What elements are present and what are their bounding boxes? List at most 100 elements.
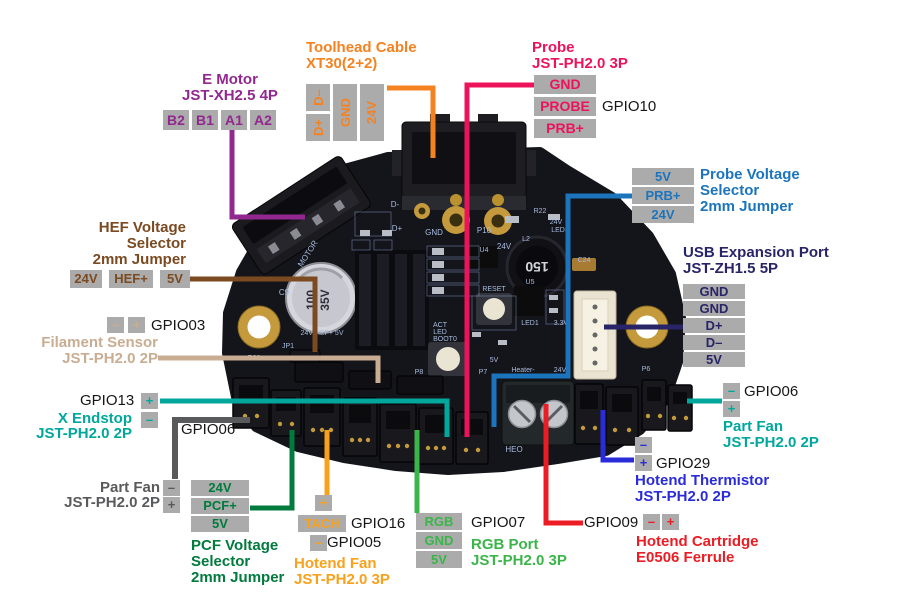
toolhead-pins: D– D+ GND 24V bbox=[306, 84, 384, 141]
silkscreen-text: 5V bbox=[490, 357, 499, 364]
hotend-fan-minus-badge: – bbox=[310, 535, 327, 551]
silkscreen-text: 150 bbox=[525, 259, 549, 275]
probe-label: Probe JST-PH2.0 3P bbox=[532, 40, 628, 72]
gpio13-label: GPIO13 bbox=[80, 392, 135, 409]
thermistor-line bbox=[600, 410, 634, 463]
pin-badge-probe: PROBE bbox=[534, 97, 596, 116]
e-motor-title: E Motor bbox=[202, 71, 258, 88]
pin-badge-5v: 5V bbox=[632, 168, 694, 185]
mounting-hole bbox=[237, 305, 281, 349]
e-motor-pins: B2 B1 A1 A2 bbox=[163, 110, 276, 130]
e-motor-label: E Motor JST-XH2.5 4P bbox=[150, 72, 310, 104]
gpio10-label: GPIO10 bbox=[602, 98, 657, 115]
silkscreen-text: LED1 bbox=[521, 320, 539, 327]
screw-terminal bbox=[501, 380, 575, 446]
pin-badge-24v: 24V bbox=[360, 84, 384, 141]
gpio06-left-line bbox=[172, 417, 250, 479]
probe-voltage-pins: 5V PRB+ 24V bbox=[632, 168, 694, 223]
silkscreen-text: RESET bbox=[482, 286, 506, 293]
probe-pins: GND PROBE PRB+ bbox=[534, 75, 596, 138]
pcf-line bbox=[250, 430, 295, 511]
rgb-port-label: RGB Port JST-PH2.0 3P bbox=[471, 536, 567, 569]
pin-badge-gnd: GND bbox=[333, 84, 357, 141]
silkscreen-text: BOOT0 bbox=[433, 336, 457, 343]
hotend-fan-plus-badge: + bbox=[315, 495, 332, 511]
pin-badge-gnd: GND bbox=[534, 75, 596, 94]
jumper-header bbox=[289, 349, 444, 395]
thermistor-plus-badge: + bbox=[635, 455, 652, 471]
hef-line bbox=[187, 276, 318, 352]
hotend-fan-tach-badge: TACH bbox=[298, 515, 346, 532]
silkscreen-text: L2 bbox=[522, 236, 530, 243]
part-fan-left-connector-type: JST-PH2.0 2P bbox=[64, 494, 160, 511]
part-fan-left-label: Part Fan bbox=[99, 479, 160, 496]
gpio06-right-label: GPIO06 bbox=[744, 383, 799, 400]
pin-badge-pcfplus: PCF+ bbox=[191, 498, 249, 514]
silkscreen-text: R22 bbox=[534, 208, 547, 215]
pin-badge-dplus: D+ bbox=[683, 318, 745, 333]
inductor bbox=[505, 235, 569, 299]
pin-badge-gnd1: GND bbox=[683, 284, 745, 299]
silkscreen-text: LED3 bbox=[551, 227, 569, 234]
usb-expansion-label: USB Expansion Port JST-ZH1.5 5P bbox=[683, 244, 829, 277]
silkscreen-text: C24 bbox=[578, 257, 591, 264]
hotend-cartridge-line bbox=[543, 404, 583, 526]
pin-badge-a2: A2 bbox=[250, 110, 276, 130]
x-endstop-connector-type: JST-PH2.0 2P bbox=[36, 425, 132, 442]
silkscreen-text: LED bbox=[433, 329, 447, 336]
boot-button bbox=[428, 342, 468, 376]
hef-pins: 24V HEF+ 5V bbox=[70, 270, 190, 288]
probe-voltage-label: Probe Voltage Selector 2mm Jumper bbox=[700, 166, 800, 215]
annotation-lines bbox=[158, 82, 722, 526]
silkscreen-text: ACT bbox=[433, 322, 448, 329]
usb-jst-connector bbox=[573, 290, 617, 380]
filament-line bbox=[158, 355, 381, 383]
silkscreen-text: P7 bbox=[479, 369, 488, 376]
hef-voltage-label: HEF Voltage Selector 2mm Jumper bbox=[92, 219, 186, 268]
toolhead-title: Toolhead Cable bbox=[306, 39, 417, 56]
silkscreen-text: D+ bbox=[392, 224, 403, 233]
thermistor-minus-badge: – bbox=[635, 437, 652, 453]
silkscreen-text: D- bbox=[391, 200, 400, 209]
connector-pins bbox=[242, 413, 689, 453]
silkscreen-text: P8 bbox=[415, 369, 424, 376]
toolhead-cable-label: Toolhead Cable XT30(2+2) bbox=[306, 40, 417, 72]
pin-badge-5v: 5V bbox=[683, 352, 745, 367]
capacitor bbox=[285, 262, 357, 334]
silkscreen-text: U5 bbox=[526, 279, 535, 286]
gpio29-label: GPIO29 bbox=[656, 455, 711, 472]
pin-badge-5v: 5V bbox=[416, 551, 462, 568]
pin-badge-rgb: RGB bbox=[416, 513, 462, 530]
silkscreen-text: Heater- bbox=[511, 367, 535, 374]
part-fan-left-plus-badge: + bbox=[163, 497, 180, 513]
probe-title: Probe bbox=[532, 39, 575, 56]
ic-chip bbox=[514, 286, 544, 316]
pin-badge-5v: 5V bbox=[191, 516, 249, 532]
part-fan-right-label: Part Fan JST-PH2.0 2P bbox=[723, 418, 819, 451]
pin-badge-hefplus: HEF+ bbox=[109, 270, 153, 288]
gpio05-label: GPIO05 bbox=[327, 534, 382, 551]
gpio06-left-label: GPIO06 bbox=[181, 421, 236, 438]
pin-badge-b2: B2 bbox=[163, 110, 189, 130]
probe-voltage-line bbox=[491, 193, 632, 427]
pin-badge-gnd: GND bbox=[416, 532, 462, 549]
toolhead-connector-type: XT30(2+2) bbox=[306, 55, 378, 72]
pin-badge-prbplus: PRB+ bbox=[534, 119, 596, 138]
pin-badge-dminus: D– bbox=[306, 84, 330, 111]
hotend-cartridge-plus-badge: + bbox=[662, 514, 679, 530]
pin-badge-24v: 24V bbox=[70, 270, 102, 288]
silkscreen-text: 35V bbox=[318, 289, 332, 310]
gpio09-label: GPIO09 bbox=[584, 514, 639, 531]
pcf-voltage-label: PCF Voltage Selector 2mm Jumper bbox=[191, 537, 285, 586]
silkscreen-text: HEO bbox=[505, 445, 522, 454]
x-endstop-line bbox=[160, 398, 450, 437]
silkscreen-boxes bbox=[351, 211, 565, 331]
silkscreen-text: 24V bbox=[554, 367, 567, 374]
gpio03-label: GPIO03 bbox=[151, 317, 206, 334]
part-fan-left-minus-badge: – bbox=[163, 480, 180, 496]
part-fan-right-minus-badge: – bbox=[723, 383, 740, 399]
silkscreen-text: 24V bbox=[550, 219, 563, 226]
silkscreen-text: 3.3V bbox=[554, 320, 569, 327]
